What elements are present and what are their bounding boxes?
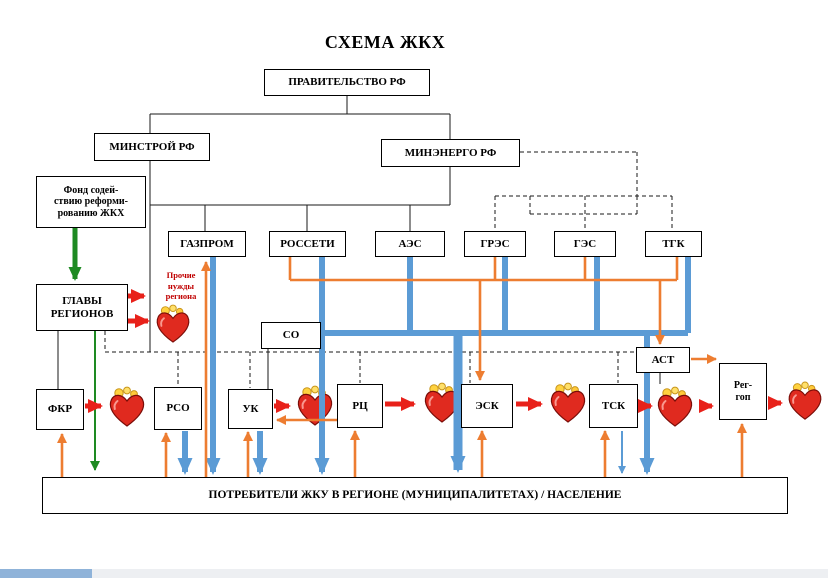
node-so: СО bbox=[261, 322, 321, 349]
dashed-minenergo-to-generation bbox=[494, 151, 673, 231]
node-aes: АЭС bbox=[375, 231, 445, 257]
node-glavy-regionov: ГЛАВЫ РЕГИОНОВ bbox=[36, 284, 128, 331]
node-consumers-bar: ПОТРЕБИТЕЛИ ЖКУ В РЕГИОНЕ (МУНИЦИПАЛИТЕТ… bbox=[42, 477, 788, 514]
node-tgk: ТГК bbox=[645, 231, 702, 257]
node-gres: ГРЭС bbox=[464, 231, 526, 257]
node-ges: ГЭС bbox=[554, 231, 616, 257]
node-rosseti: РОССЕТИ bbox=[269, 231, 346, 257]
node-gazprom: ГАЗПРОМ bbox=[168, 231, 246, 257]
money-heart-region-needs bbox=[156, 304, 190, 344]
page-title: СХЕМА ЖКХ bbox=[324, 32, 446, 52]
screen-edge-strip bbox=[0, 569, 828, 578]
node-rso: РСО bbox=[154, 387, 202, 430]
line-government-to-ministries bbox=[149, 96, 451, 139]
line-ministries-to-companies bbox=[150, 167, 451, 231]
node-tsk: ТСК bbox=[589, 384, 638, 428]
money-heart-fkr bbox=[109, 386, 145, 427]
node-regop: Рег- гоп bbox=[719, 363, 767, 420]
node-minenergo: МИНЭНЕРГО РФ bbox=[381, 139, 520, 167]
node-esk: ЭСК bbox=[461, 384, 513, 428]
line-generation-to-grid bbox=[322, 257, 691, 336]
screen-edge-strip-blue bbox=[0, 569, 92, 578]
line-generation-payment-network bbox=[288, 257, 679, 282]
dashed-regional-network bbox=[104, 331, 636, 388]
node-fkr: ФКР bbox=[36, 389, 84, 430]
node-fond-zhkh: Фонд содей- ствию реформи- рованию ЖКХ bbox=[36, 176, 146, 228]
node-rc: РЦ bbox=[337, 384, 383, 428]
node-uk: УК bbox=[228, 389, 273, 429]
money-heart-tsk bbox=[657, 386, 693, 427]
label-other-region-needs: Прочие нужды региона bbox=[165, 270, 197, 302]
node-ast: АСТ bbox=[636, 347, 690, 373]
node-pravitelstvo: ПРАВИТЕЛЬСТВО РФ bbox=[264, 69, 430, 96]
money-heart-esk bbox=[550, 382, 586, 423]
node-minstroy: МИНСТРОЙ РФ bbox=[94, 133, 210, 161]
money-heart-regop bbox=[788, 381, 822, 421]
